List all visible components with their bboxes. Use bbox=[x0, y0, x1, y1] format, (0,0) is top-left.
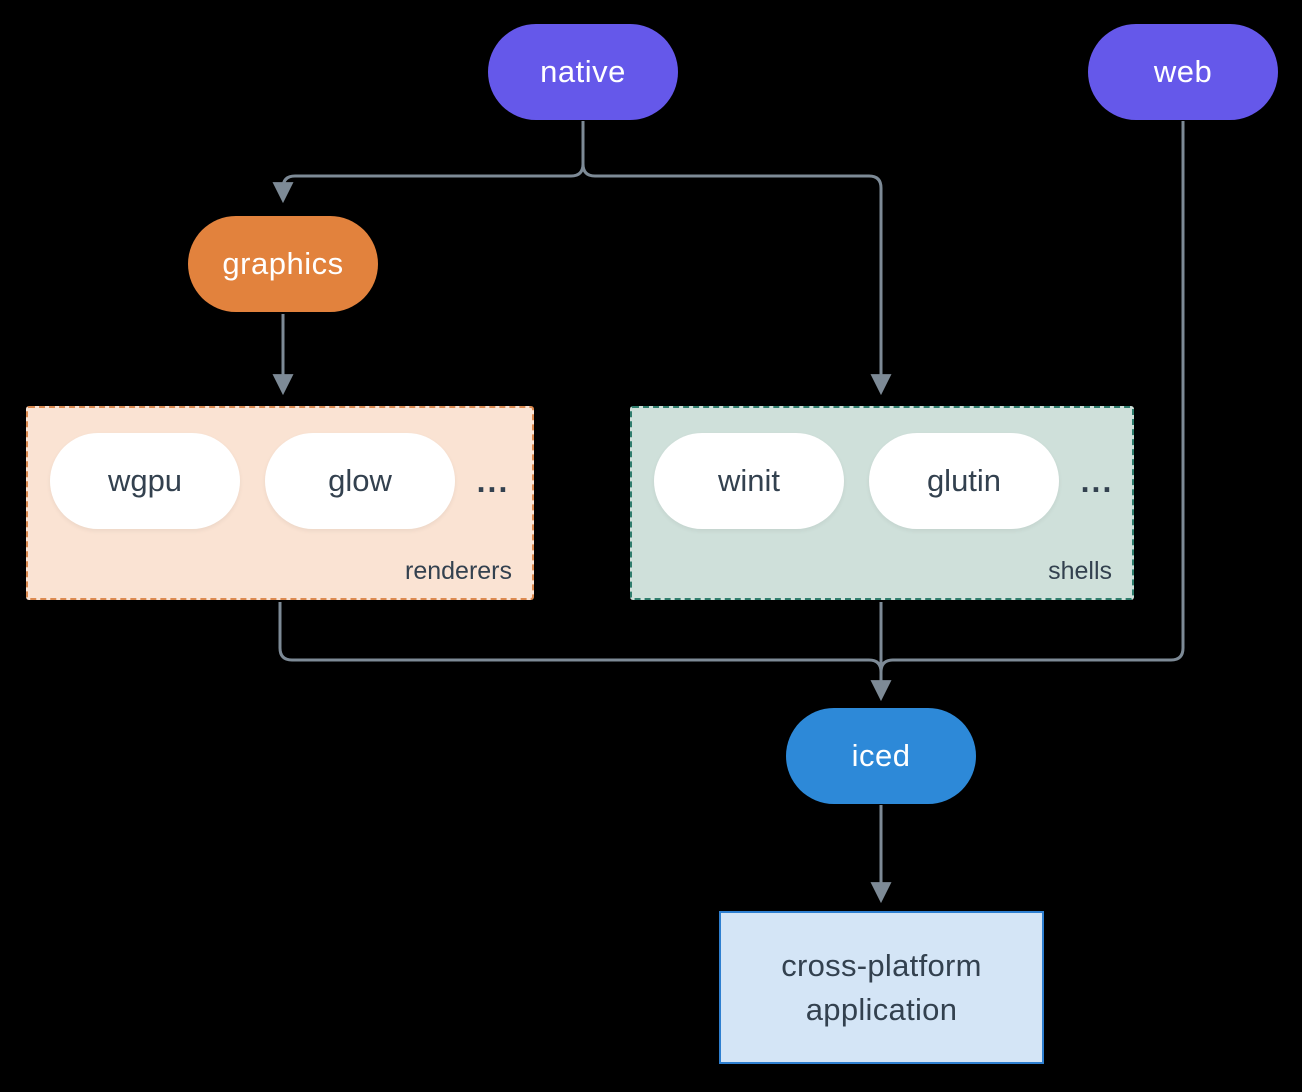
node-wgpu: wgpu bbox=[50, 433, 240, 529]
node-cross-platform-application: cross-platform application bbox=[719, 911, 1044, 1064]
edge-native-shells bbox=[581, 121, 892, 396]
shells-group-label: shells bbox=[1048, 557, 1112, 585]
node-winit: winit bbox=[654, 433, 844, 529]
node-glutin-label: glutin bbox=[926, 463, 1002, 498]
node-winit-label: winit bbox=[717, 463, 780, 498]
node-wgpu-label: wgpu bbox=[107, 463, 183, 498]
node-graphics: graphics bbox=[188, 216, 378, 312]
renderers-group-label: renderers bbox=[405, 557, 512, 585]
group-renderers: wgpu glow ... renderers bbox=[26, 406, 534, 600]
node-web-label: web bbox=[1153, 54, 1213, 89]
node-web: web bbox=[1088, 24, 1278, 120]
node-glow-label: glow bbox=[328, 463, 392, 498]
node-glutin: glutin bbox=[869, 433, 1059, 529]
node-iced-label: iced bbox=[851, 738, 911, 773]
edge-native-graphics bbox=[272, 121, 585, 204]
edge-renderers-iced bbox=[278, 602, 883, 673]
node-graphics-label: graphics bbox=[222, 246, 344, 281]
node-native-label: native bbox=[540, 54, 626, 89]
node-glow: glow bbox=[265, 433, 455, 529]
shells-ellipsis: ... bbox=[1080, 462, 1114, 499]
application-label-line2: application bbox=[805, 991, 958, 1027]
renderers-ellipsis: ... bbox=[476, 462, 510, 499]
node-iced: iced bbox=[786, 708, 976, 804]
application-label-line1: cross-platform bbox=[781, 947, 982, 983]
group-shells: winit glutin ... shells bbox=[630, 406, 1134, 600]
node-native: native bbox=[488, 24, 678, 120]
